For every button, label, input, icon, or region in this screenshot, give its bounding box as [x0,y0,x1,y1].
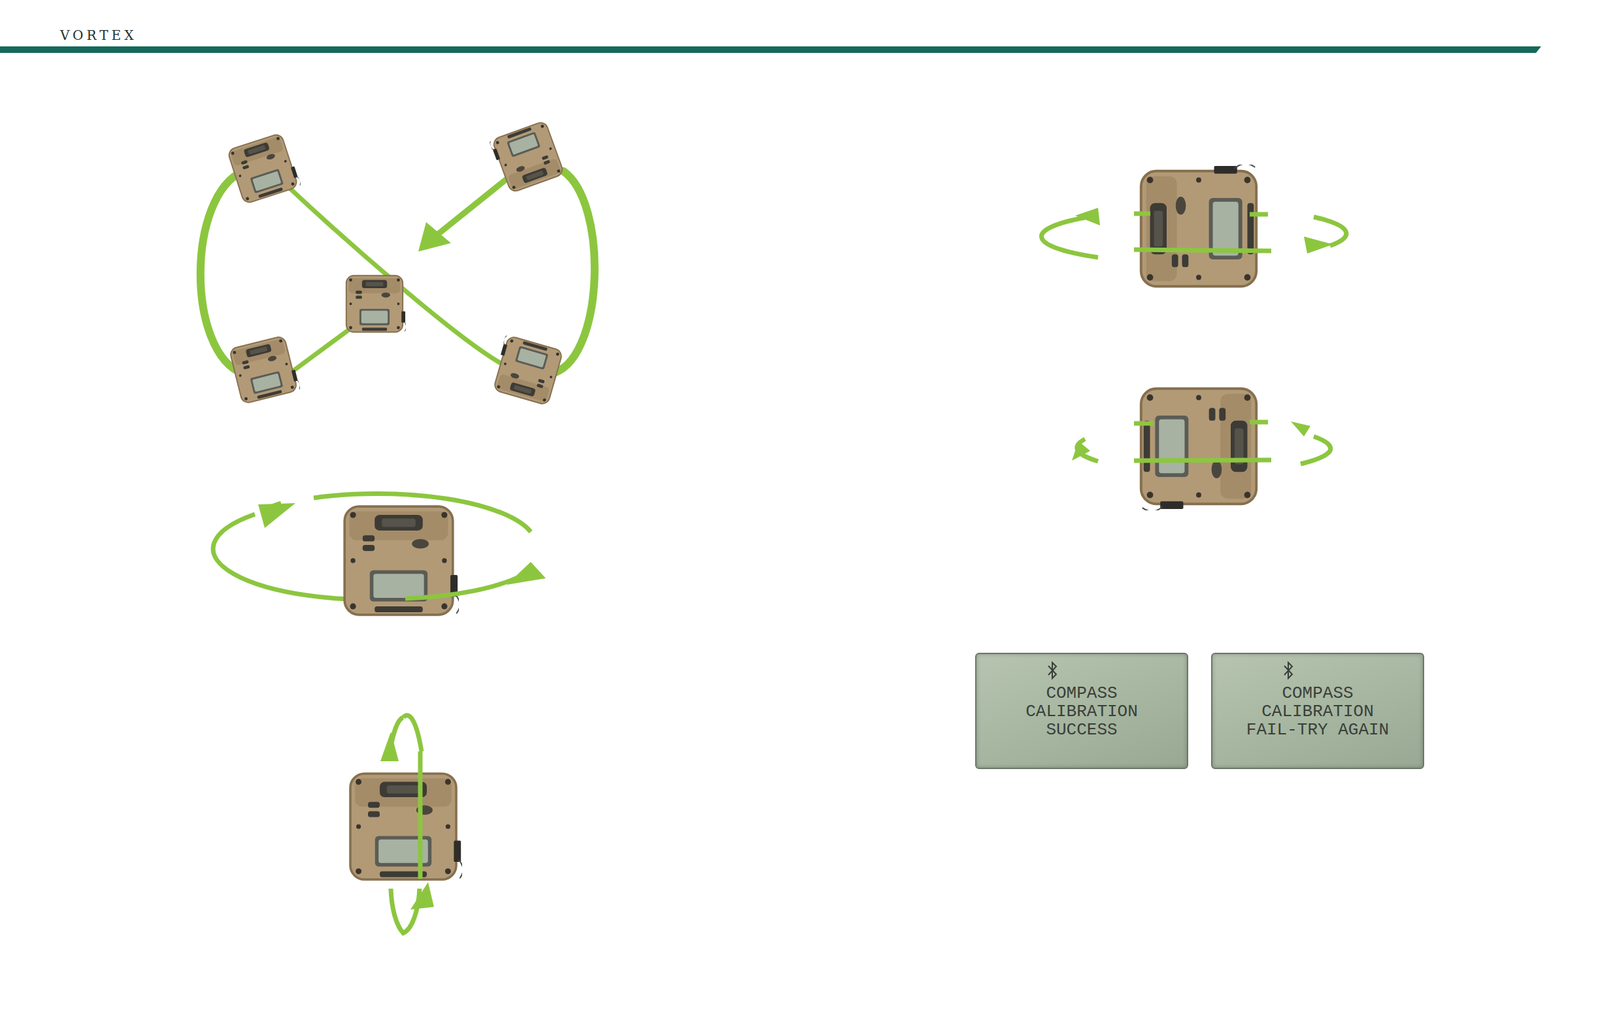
screen-message: COMPASS CALIBRATION FAIL-TRY AGAIN [1240,684,1395,740]
lcd-screen: COMPASS CALIBRATION SUCCESS [975,652,1189,770]
lcd-screen: COMPASS CALIBRATION FAIL-TRY AGAIN [1211,652,1425,770]
bluetooth-icon [1044,660,1061,681]
brand-logo: VORTEX [60,27,137,44]
bluetooth-icon [1280,660,1297,681]
screen-message: COMPASS CALIBRATION SUCCESS [1004,684,1159,740]
